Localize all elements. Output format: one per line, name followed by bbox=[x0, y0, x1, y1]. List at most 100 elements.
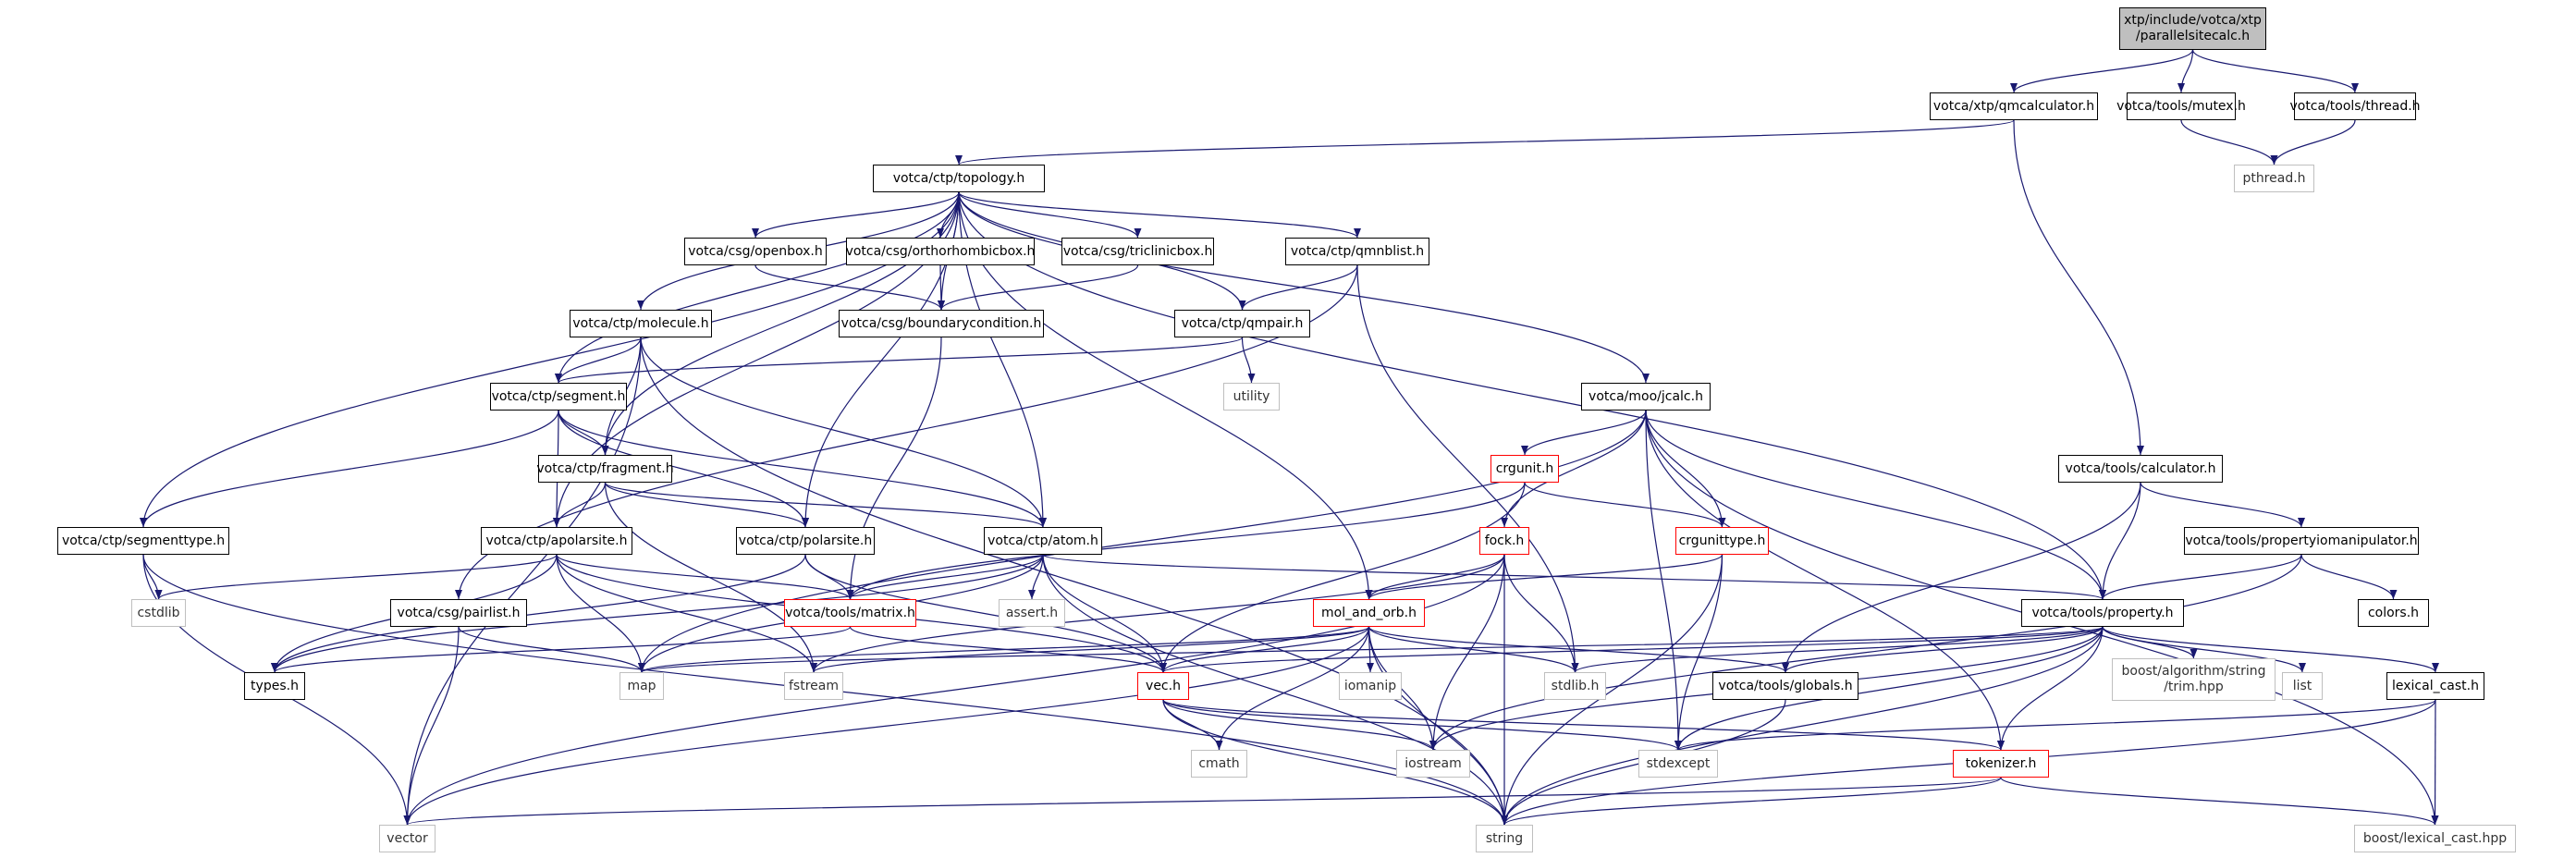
node-assert[interactable]: assert.h bbox=[999, 599, 1065, 627]
node-apolarsite[interactable]: votca/ctp/apolarsite.h bbox=[481, 527, 632, 555]
node-segmenttype[interactable]: votca/ctp/segmenttype.h bbox=[57, 527, 229, 555]
node-molecule[interactable]: votca/ctp/molecule.h bbox=[570, 310, 712, 337]
node-polarsite[interactable]: votca/ctp/polarsite.h bbox=[736, 527, 875, 555]
node-jcalc[interactable]: votca/moo/jcalc.h bbox=[1581, 383, 1711, 411]
node-crgunittype[interactable]: crgunittype.h bbox=[1675, 527, 1769, 555]
edge-apolarsite-to-cstdlib bbox=[154, 554, 558, 600]
edge-crgunit-to-vec bbox=[1159, 482, 1526, 673]
edge-molorb-to-fstream bbox=[810, 626, 1370, 673]
edge-jcalc-to-crgunit bbox=[1521, 410, 1647, 456]
edge-molorb-to-stdlib bbox=[1368, 626, 1579, 673]
node-lexical[interactable]: lexical_cast.h bbox=[2386, 672, 2484, 700]
node-boostlexical[interactable]: boost/lexical_cast.hpp bbox=[2354, 825, 2516, 852]
edge-fock-to-fstream bbox=[810, 554, 1505, 673]
node-boundary[interactable]: votca/csg/boundarycondition.h bbox=[839, 310, 1044, 337]
edge-segment-to-polarsite bbox=[558, 410, 809, 528]
edge-calculator-to-property bbox=[2099, 482, 2141, 600]
node-globals[interactable]: votca/tools/globals.h bbox=[1712, 672, 1858, 700]
edge-pairlist-to-vector bbox=[403, 626, 460, 826]
edge-fock-to-molorb bbox=[1365, 554, 1505, 600]
edge-molorb-to-globals bbox=[1368, 626, 1789, 673]
node-fragment[interactable]: votca/ctp/fragment.h bbox=[536, 455, 674, 483]
edge-boundary-to-matrix bbox=[846, 337, 942, 600]
edge-molecule-to-vector bbox=[403, 337, 642, 826]
node-pairlist[interactable]: votca/csg/pairlist.h bbox=[390, 599, 527, 627]
node-cmath[interactable]: cmath bbox=[1191, 750, 1247, 778]
node-atom[interactable]: votca/ctp/atom.h bbox=[984, 527, 1102, 555]
edge-atom-to-typesh bbox=[271, 554, 1044, 673]
node-colors[interactable]: colors.h bbox=[2358, 599, 2429, 627]
node-triclinic[interactable]: votca/csg/triclinicbox.h bbox=[1061, 238, 1214, 265]
edge-property-to-trim bbox=[2102, 626, 2198, 659]
edge-molorb-to-cmath bbox=[1215, 626, 1370, 751]
edge-apolarsite-to-matrix bbox=[556, 554, 854, 600]
node-property[interactable]: votca/tools/property.h bbox=[2021, 599, 2184, 627]
edge-molecule-to-string bbox=[640, 337, 1508, 826]
node-crgunit[interactable]: crgunit.h bbox=[1490, 455, 1559, 483]
edge-thread-to-pthread bbox=[2270, 119, 2356, 165]
node-pthread[interactable]: pthread.h bbox=[2234, 165, 2314, 192]
edge-triclinic-to-boundary bbox=[938, 264, 1139, 311]
node-qmpair[interactable]: votca/ctp/qmpair.h bbox=[1174, 310, 1310, 337]
node-segment[interactable]: votca/ctp/segment.h bbox=[490, 383, 627, 411]
edge-fock-to-stdlib bbox=[1503, 554, 1579, 673]
edge-lexical-to-boostlexical bbox=[2431, 699, 2439, 826]
node-fock[interactable]: fock.h bbox=[1479, 527, 1529, 555]
node-thread[interactable]: votca/tools/thread.h bbox=[2289, 92, 2421, 120]
node-iomanip[interactable]: iomanip bbox=[1339, 672, 1402, 700]
node-utility[interactable]: utility bbox=[1223, 383, 1280, 411]
edge-root-to-qmcalculator bbox=[2010, 49, 2194, 93]
edge-segment-to-atom bbox=[558, 410, 1047, 528]
edge-topology-to-segment bbox=[555, 191, 960, 384]
edge-lexical-to-stdexcept bbox=[1674, 699, 2436, 751]
edge-fragment-to-apolarsite bbox=[553, 482, 607, 528]
node-stdexcept[interactable]: stdexcept bbox=[1638, 750, 1718, 778]
node-iostream[interactable]: iostream bbox=[1396, 750, 1470, 778]
node-map[interactable]: map bbox=[619, 672, 664, 700]
edge-jcalc-to-map bbox=[638, 410, 1647, 673]
edge-root-to-thread bbox=[2191, 49, 2359, 93]
node-tokenizer[interactable]: tokenizer.h bbox=[1953, 750, 2049, 778]
node-list[interactable]: list bbox=[2282, 672, 2323, 700]
edge-qmcalculator-to-calculator bbox=[2013, 119, 2144, 456]
edge-openbox-to-boundary bbox=[754, 264, 945, 311]
edge-qmpair-to-utility bbox=[1241, 337, 1256, 384]
node-trim[interactable]: boost/algorithm/string /trim.hpp bbox=[2112, 658, 2275, 701]
edge-jcalc-to-stdexcept bbox=[1645, 410, 1682, 751]
node-fstream[interactable]: fstream bbox=[784, 672, 843, 700]
node-openbox[interactable]: votca/csg/openbox.h bbox=[684, 238, 827, 265]
node-vector[interactable]: vector bbox=[379, 825, 435, 852]
node-root: xtp/include/votca/xtp /parallelsitecalc.… bbox=[2119, 7, 2266, 50]
edge-qmcalculator-to-topology bbox=[955, 119, 2015, 165]
node-cstdlib[interactable]: cstdlib bbox=[131, 599, 186, 627]
edge-polarsite-to-vec bbox=[804, 554, 1167, 673]
edge-molorb-to-vector bbox=[403, 626, 1370, 826]
node-matrix[interactable]: votca/tools/matrix.h bbox=[784, 599, 916, 627]
edge-calculator-to-propmanip bbox=[2140, 482, 2305, 528]
edge-topology-to-property bbox=[958, 191, 2106, 600]
node-qmnblist[interactable]: votca/ctp/qmnblist.h bbox=[1285, 238, 1429, 265]
edge-property-to-lexical bbox=[2102, 626, 2439, 673]
node-typesh[interactable]: types.h bbox=[244, 672, 305, 700]
node-string[interactable]: string bbox=[1476, 825, 1533, 852]
node-topology[interactable]: votca/ctp/topology.h bbox=[873, 165, 1045, 192]
node-calculator[interactable]: votca/tools/calculator.h bbox=[2058, 455, 2223, 483]
node-propmanip[interactable]: votca/tools/propertyiomanipulator.h bbox=[2184, 527, 2419, 555]
node-orthorhombic[interactable]: votca/csg/orthorhombicbox.h bbox=[846, 238, 1035, 265]
edge-matrix-to-vec bbox=[849, 626, 1167, 673]
edge-atom-to-vec bbox=[1042, 554, 1167, 673]
node-vec[interactable]: vec.h bbox=[1137, 672, 1189, 700]
node-qmcalculator[interactable]: votca/xtp/qmcalculator.h bbox=[1930, 92, 2098, 120]
edge-tokenizer-to-vector bbox=[404, 777, 2002, 826]
edge-pairlist-to-map bbox=[458, 626, 645, 673]
edge-crgunittype-to-string bbox=[1501, 554, 1723, 826]
edge-property-to-vec bbox=[1159, 626, 2104, 673]
node-stdlib[interactable]: stdlib.h bbox=[1544, 672, 1606, 700]
node-mutex[interactable]: votca/tools/mutex.h bbox=[2116, 92, 2246, 120]
node-molorb[interactable]: mol_and_orb.h bbox=[1313, 599, 1425, 627]
edge-jcalc-to-crgunittype bbox=[1645, 410, 1726, 528]
edge-crgunittype-to-molorb bbox=[1365, 554, 1723, 600]
edge-fock-to-vector bbox=[403, 554, 1505, 826]
edge-polarsite-to-typesh bbox=[271, 554, 806, 673]
edge-apolarsite-to-map bbox=[556, 554, 645, 673]
